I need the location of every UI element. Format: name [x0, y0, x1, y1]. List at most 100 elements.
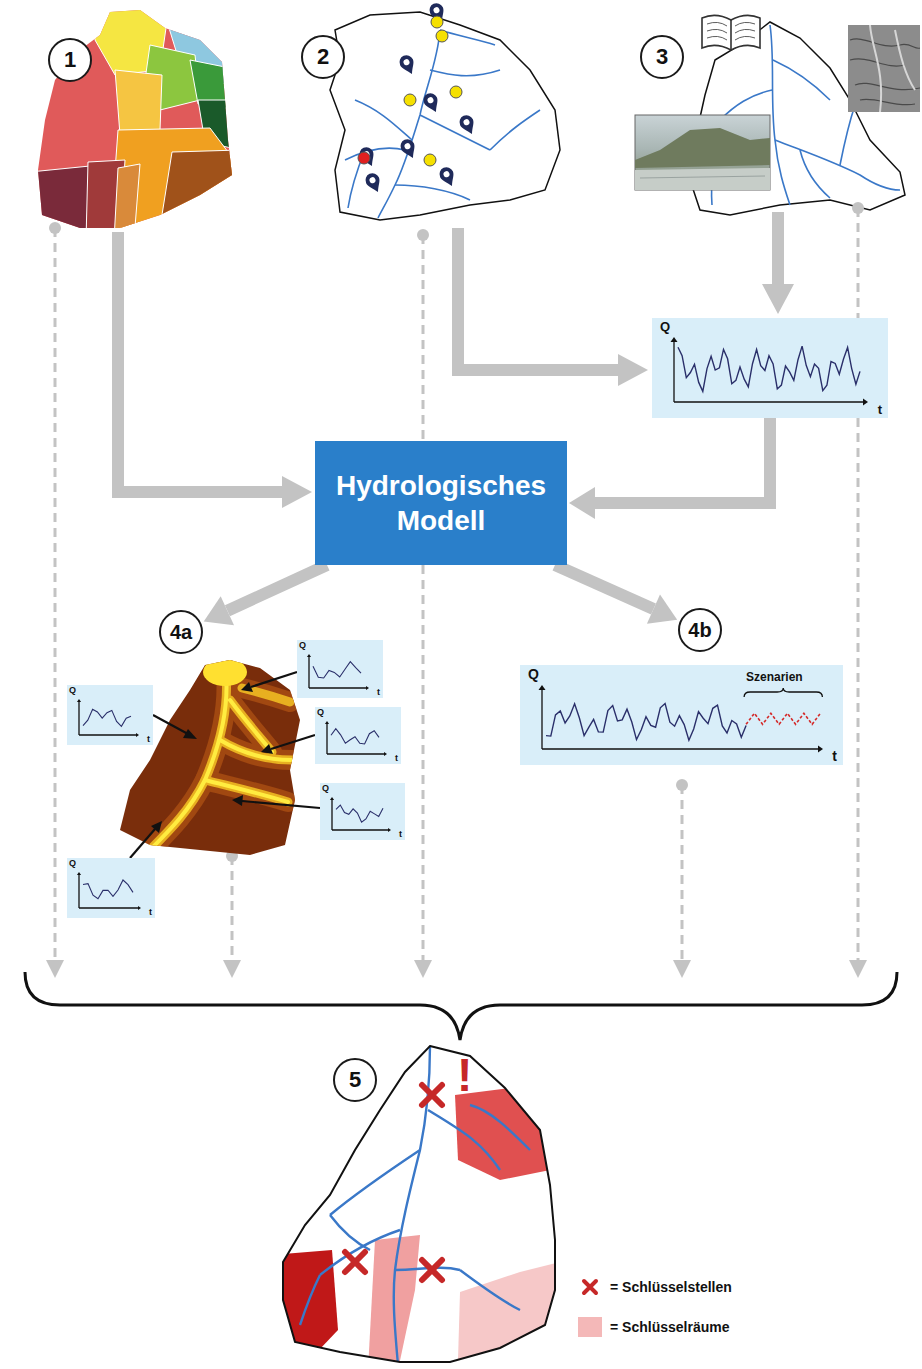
callout-circle: 4b	[678, 608, 722, 652]
drawing-polygon	[283, 1046, 555, 1362]
drawing-path	[205, 780, 288, 802]
axis	[79, 907, 138, 908]
drawing-path	[205, 780, 288, 802]
axis	[309, 687, 366, 688]
historic-photo	[635, 115, 770, 190]
drawing-use	[398, 137, 419, 161]
drawing-polygon	[115, 70, 162, 135]
axis	[674, 401, 863, 402]
drawing-path	[220, 740, 292, 760]
axis-head	[325, 721, 329, 724]
drawing-path	[355, 100, 412, 140]
drawing-polygon	[762, 284, 794, 314]
axis-head	[77, 699, 81, 702]
discharge-line	[331, 729, 379, 744]
axis-head	[136, 733, 139, 737]
warning-mark: !	[457, 1052, 472, 1098]
drawing-g	[150, 665, 292, 850]
drawing-g	[150, 665, 292, 850]
drawing-path	[860, 99, 915, 105]
connector-line	[595, 418, 770, 503]
drawing-g	[300, 1046, 530, 1365]
drawing-polygon	[673, 960, 691, 978]
arrow-head	[647, 595, 677, 624]
axis-label: Q	[69, 859, 76, 868]
drawing-path	[460, 1270, 520, 1310]
drawing-polygon	[414, 960, 432, 978]
callout-circle: 5	[333, 1058, 377, 1102]
drawing-g	[850, 39, 920, 105]
discharge-line	[83, 709, 131, 726]
hydrograph	[652, 318, 888, 418]
discharge-line	[336, 805, 383, 822]
drawing-path	[345, 148, 405, 160]
hydrograph-panel: Qt	[67, 685, 153, 745]
leader-arrow	[130, 672, 320, 858]
axis-head	[863, 399, 868, 406]
drawing-polygon	[30, 166, 90, 240]
axis	[78, 702, 79, 735]
legend-swatch	[578, 1317, 602, 1337]
legend-text: = Schlüsselstellen	[610, 1279, 732, 1295]
axis-label: Q	[322, 784, 329, 793]
drawing-line	[153, 715, 188, 734]
axis-head	[671, 337, 678, 342]
gauge-map	[330, 1, 560, 220]
callout-number: 5	[349, 1067, 361, 1093]
axis	[332, 829, 388, 830]
callout-circle: 1	[48, 38, 92, 82]
flow-connector	[555, 565, 677, 624]
drawing-path	[707, 22, 755, 40]
drawing-circle	[852, 202, 864, 214]
key-site-map	[270, 1046, 560, 1369]
axis-head	[330, 797, 334, 800]
axis	[541, 690, 542, 749]
drawing-path	[378, 30, 440, 218]
drawing-path	[770, 25, 790, 205]
drawing-path	[640, 176, 765, 178]
drawing-rect	[30, 0, 240, 240]
axis	[327, 753, 384, 754]
drawing-path	[345, 1252, 365, 1272]
cross-mark	[584, 1281, 596, 1293]
axis	[78, 875, 79, 908]
drawing-path	[635, 168, 770, 190]
drawing-g	[270, 1046, 560, 1369]
drawing-polygon	[151, 821, 162, 833]
drawing-circle	[49, 222, 61, 234]
drawing-polyline	[772, 212, 784, 284]
drawing-line	[681, 785, 684, 962]
drawing-polygon	[183, 729, 197, 739]
drawing-g	[358, 16, 462, 166]
drawing-polygon	[241, 682, 253, 692]
drawing-path	[205, 780, 288, 802]
axis-label: Q	[660, 320, 670, 333]
drawing-path	[300, 1275, 320, 1325]
hydrograph-panel: Qt	[315, 707, 401, 764]
axis-label: Q	[69, 686, 76, 695]
drawing-path	[220, 740, 292, 760]
drawing-g	[150, 665, 292, 850]
drawing-use	[357, 145, 378, 169]
flow-connector	[204, 565, 327, 625]
drawing-path	[855, 83, 920, 89]
drawing-circle	[676, 779, 688, 791]
axis-head	[539, 685, 546, 690]
drawing-use	[421, 91, 442, 115]
axis-head	[77, 872, 81, 875]
drawing-line	[231, 856, 234, 962]
hydrograph	[315, 707, 401, 764]
discharge-raster	[110, 650, 310, 865]
callout-number: 4b	[688, 619, 711, 642]
callout-number: 2	[317, 44, 329, 70]
drawing-polygon	[282, 476, 312, 508]
axis-label: t	[395, 754, 398, 763]
subcatchment-map	[30, 0, 240, 240]
drawing-line	[130, 829, 155, 858]
discharge-line	[546, 704, 746, 741]
axis-head	[818, 746, 823, 753]
drawing-path	[730, 20, 732, 50]
drawing-path	[330, 1215, 370, 1250]
axis-label: t	[832, 749, 837, 763]
drawing-path	[320, 1230, 400, 1275]
